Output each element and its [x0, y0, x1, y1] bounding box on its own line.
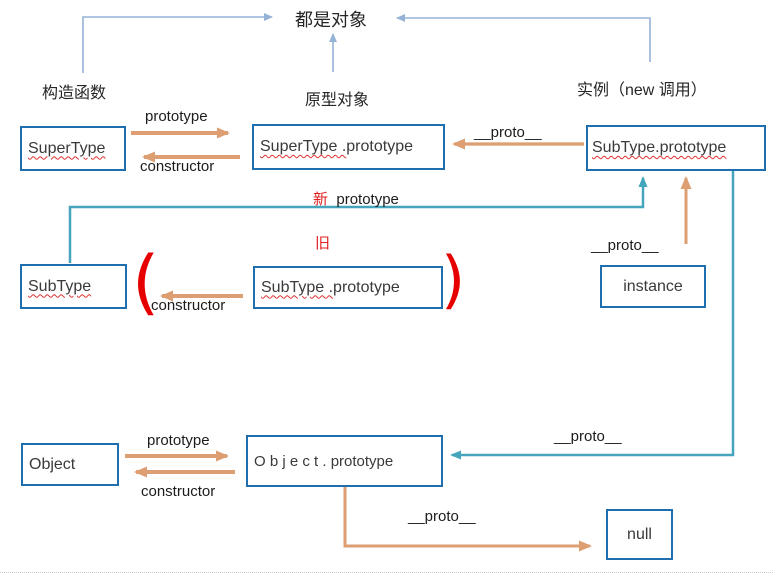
box-object-text: Object: [29, 455, 76, 473]
label-prototype-row1: prototype: [145, 108, 208, 125]
box-instance-text: instance: [623, 277, 683, 295]
box-supertype-text: SuperType: [28, 139, 106, 157]
label-constructor-row1: constructor: [140, 158, 215, 175]
label-new-prototype: 新 prototype: [313, 188, 399, 209]
box-subtype: SubType: [20, 264, 127, 309]
box-supertype-prototype-text-plain: prototype: [346, 138, 413, 155]
box-subtype-prototype-old: SubType . prototype: [253, 266, 443, 309]
box-null-text: null: [627, 525, 652, 543]
headline-all-objects: 都是对象: [295, 10, 367, 30]
box-object: Object: [21, 443, 119, 486]
box-subtype-text: SubType: [28, 277, 92, 295]
box-supertype-prototype-text: SuperType .: [260, 138, 347, 155]
label-prototype-row3: prototype: [147, 432, 210, 449]
label-constructor-function: 构造函数: [42, 85, 107, 102]
box-supertype-prototype: SuperType . prototype: [252, 124, 445, 170]
red-paren-open: (: [132, 241, 160, 323]
box-supertype: SuperType: [20, 126, 126, 171]
label-proto-top: __proto__: [474, 124, 542, 141]
red-paren-close: ): [441, 243, 466, 316]
box-subtype-prototype-old-text-plain: prototype: [333, 278, 400, 296]
label-old-char: 旧: [315, 235, 331, 252]
label-new-char: 新: [313, 191, 329, 208]
label-prototype-object: 原型对象: [305, 92, 370, 109]
arrow-instance-to-allobjects: [396, 14, 651, 62]
box-instance: instance: [600, 265, 706, 308]
arrow-constructorfn-to-allobjects: [82, 13, 273, 73]
label-instance-new-call: 实例（new 调用）: [577, 82, 707, 99]
box-subtype-prototype-old-text: SubType .: [261, 278, 334, 296]
box-object-prototype: O b j e c t . prototype: [246, 435, 443, 487]
label-proto-instance: __proto__: [591, 237, 659, 254]
arrow-proto-chain: [450, 170, 735, 460]
label-proto-null: __proto__: [408, 508, 476, 525]
label-constructor-row2: constructor: [151, 297, 226, 314]
label-constructor-row3: constructor: [141, 483, 216, 500]
box-null: null: [606, 509, 673, 560]
label-proto-chain: __proto__: [554, 428, 622, 445]
box-subtype-prototype-new: SubType.prototype: [586, 125, 766, 171]
box-subtype-prototype-new-text: SubType.prototype: [592, 139, 727, 156]
label-new-rest: prototype: [336, 191, 399, 208]
box-object-prototype-text: O b j e c t . prototype: [254, 452, 394, 470]
